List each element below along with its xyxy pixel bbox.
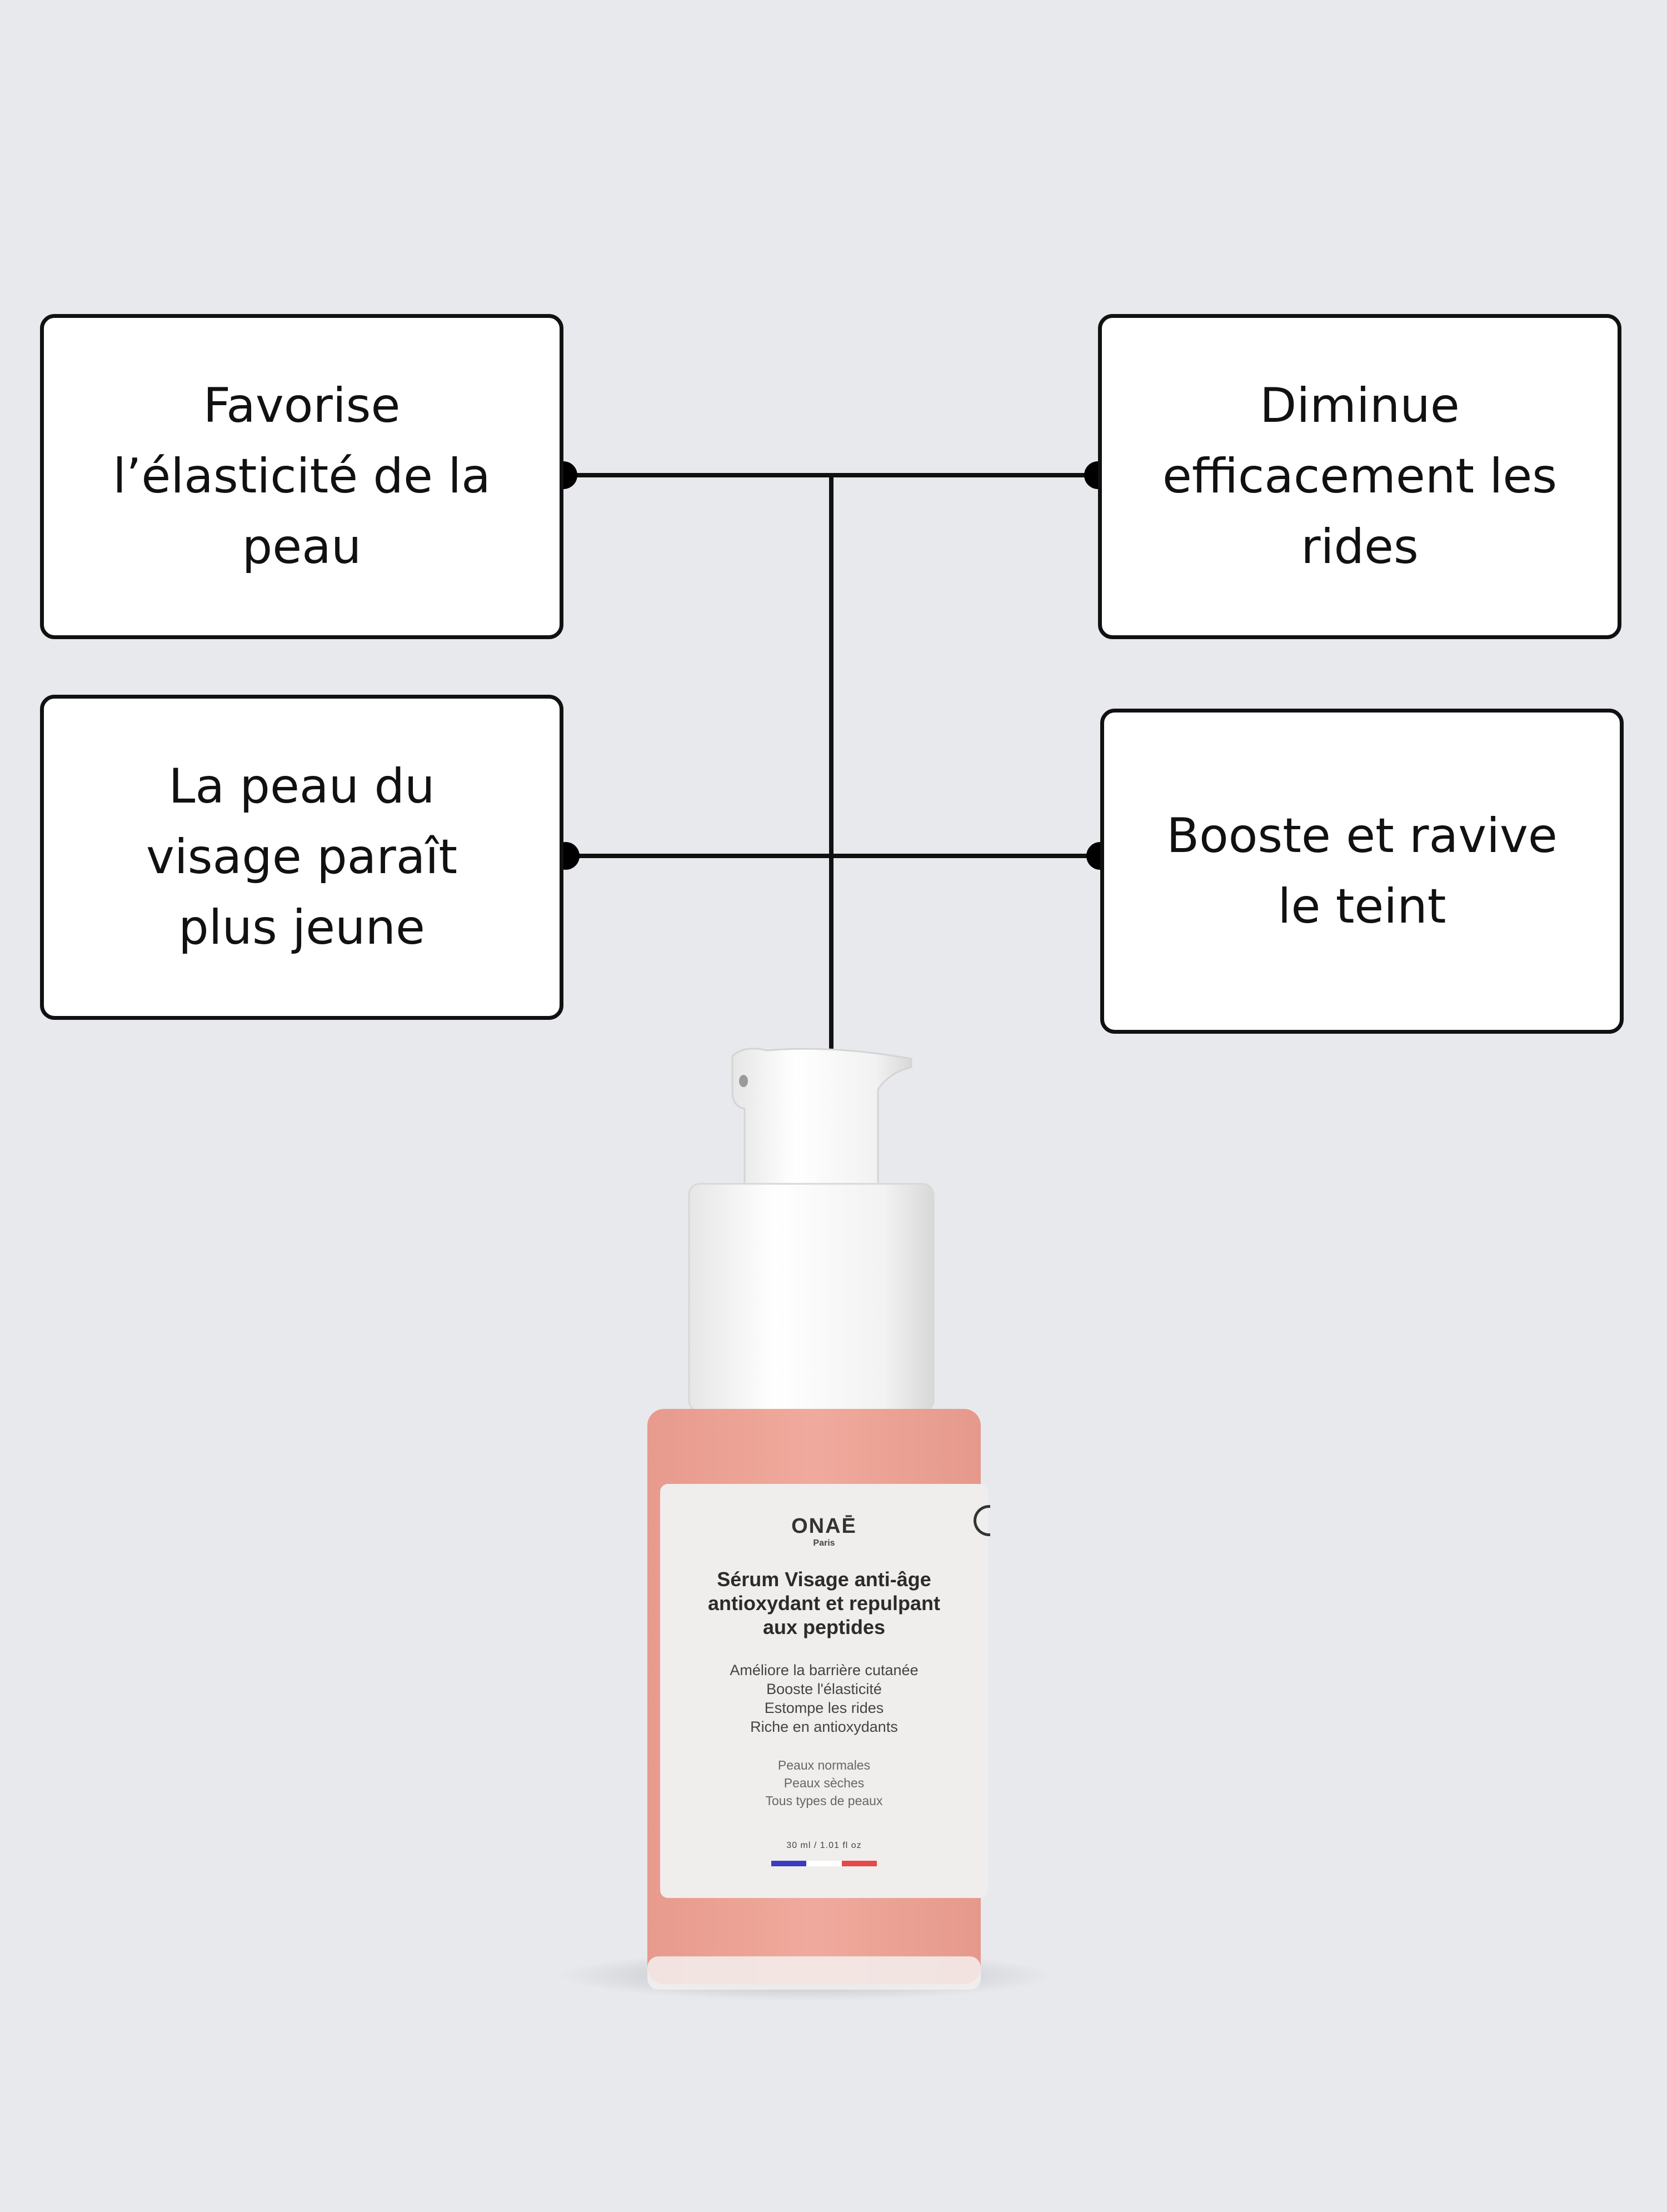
callout-wrinkles: Diminue efficacement les rides [1098, 314, 1621, 639]
callout-elasticity: Favorise l’élasticité de la peau [40, 314, 563, 639]
callout-complexion-text: Booste et ravive le teint [1166, 808, 1558, 934]
callout-elasticity-text: Favorise l’élasticité de la peau [113, 378, 491, 575]
callout-wrinkles-text: Diminue efficacement les rides [1162, 378, 1558, 575]
callout-complexion: Booste et ravive le teint [1100, 709, 1624, 1034]
callout-younger-skin: La peau du visage paraît plus jeune [40, 695, 563, 1020]
connector-dot-product [817, 1092, 845, 1120]
callout-younger-skin-text: La peau du visage paraît plus jeune [146, 759, 458, 955]
